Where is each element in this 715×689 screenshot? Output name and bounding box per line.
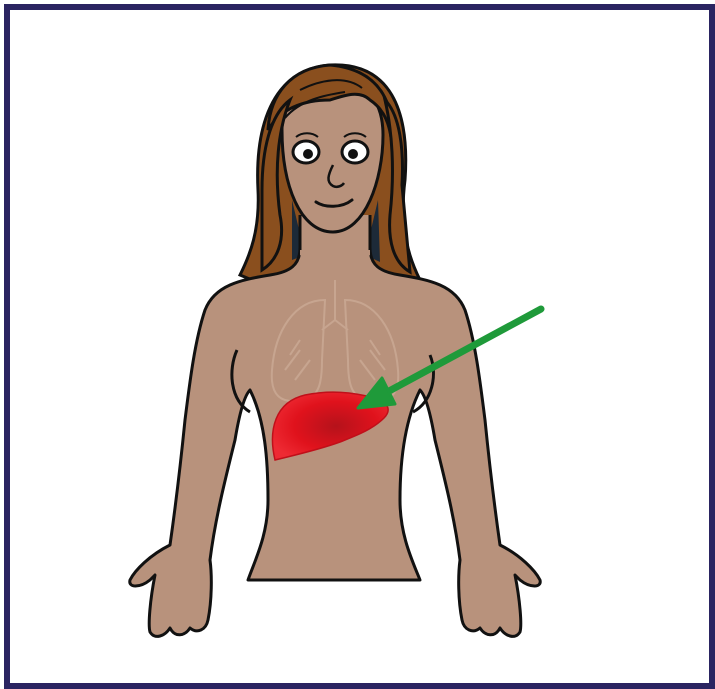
symbol-illustration — [0, 0, 715, 689]
